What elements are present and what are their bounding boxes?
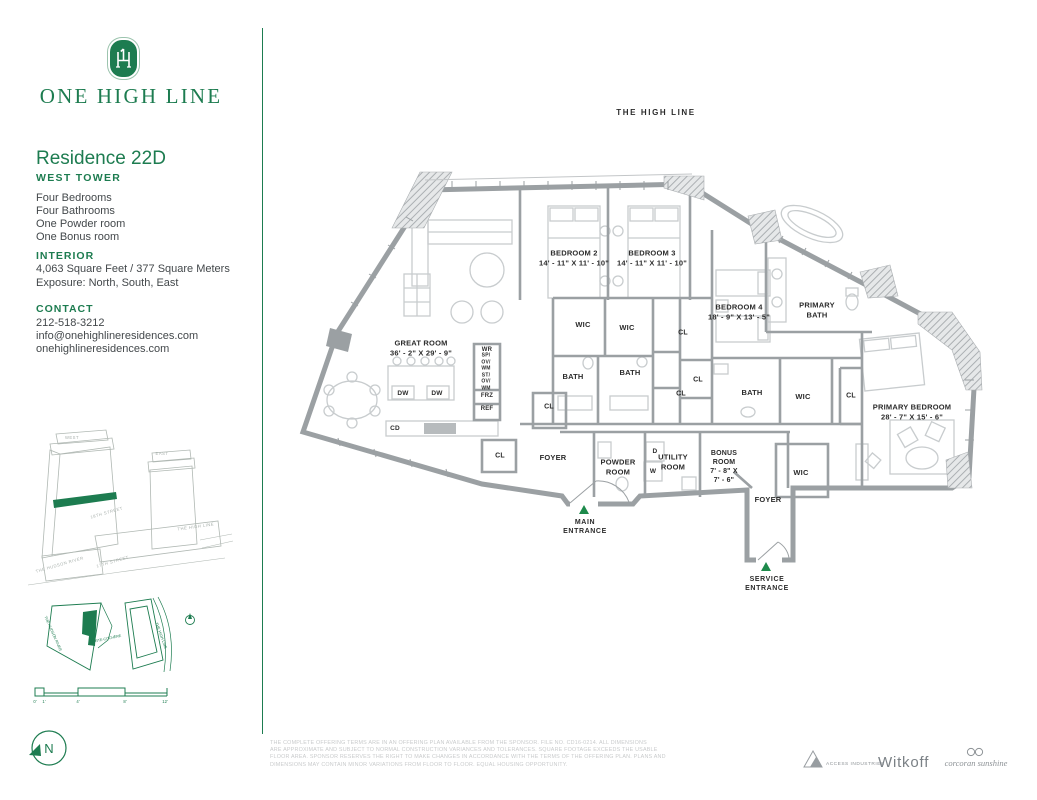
- logo-monogram-icon: [116, 48, 131, 68]
- feature-line: One Powder room: [36, 218, 126, 230]
- scale-tick: 1': [42, 699, 45, 704]
- terrace-hatch: [391, 171, 983, 489]
- unit-location-marker: [82, 610, 97, 646]
- compass-arrow-icon: [29, 744, 41, 756]
- disclaimer-line: ARE APPROXIMATE AND SUBJECT TO NORMAL CO…: [270, 747, 658, 754]
- scale-tick: 4': [76, 699, 79, 704]
- window-ticks: [337, 173, 974, 478]
- scale-tick: 8': [123, 699, 126, 704]
- contact-line: onehighlineresidences.com: [36, 343, 170, 355]
- siteplan-label-porte-cochere: PORTE-COCHÈRE: [90, 633, 122, 645]
- disclaimer-line: FLOOR AREA. SPONSOR RESERVES THE RIGHT T…: [270, 754, 666, 761]
- legal-disclaimer: THE COMPLETE OFFERING TERMS ARE IN AN OF…: [270, 740, 680, 769]
- building-label-west: WEST: [65, 435, 79, 440]
- service-entrance-marker: [761, 562, 771, 571]
- siteplan-label-hudson-river: THE HUDSON RIVER: [43, 616, 62, 652]
- interior-line: Exposure: North, South, East: [36, 276, 179, 289]
- feature-line: Four Bathrooms: [36, 205, 115, 217]
- scale-tick: 0': [33, 699, 36, 704]
- corcoran-circle-icon: [974, 747, 984, 757]
- access-industries-logo: ACCESS INDUSTRIES: [803, 749, 885, 768]
- contact-line: info@onehighlineresidences.com: [36, 330, 199, 342]
- scale-bar: 0' 1' 4' 8' 12': [33, 687, 168, 704]
- disclaimer-line: DIMENSIONS MAY CONTAIN MINOR VARIATIONS …: [270, 761, 568, 768]
- floor-plan: [299, 171, 983, 565]
- doors: [569, 480, 790, 565]
- compass-circle-icon: [31, 730, 67, 766]
- corcoran-sunshine-label: corcoran sunshine: [945, 758, 1008, 768]
- siteplan-label-high-line: THE HIGH LINE: [154, 622, 167, 650]
- witkoff-logo: Witkoff: [878, 754, 929, 771]
- building-label-high-line: THE HIGH LINE: [177, 521, 214, 531]
- residence-title: Residence 22D: [36, 148, 166, 169]
- interior-heading: INTERIOR: [36, 250, 95, 262]
- building-label-east: EAST: [156, 451, 169, 456]
- north-compass: N: [29, 730, 67, 766]
- feature-line: One Bonus room: [36, 231, 120, 243]
- footer-logos: ACCESS INDUSTRIES Witkoff corcoran sunsh…: [803, 747, 1008, 771]
- one-high-line-logo: [110, 40, 137, 77]
- tower-subtitle: WEST TOWER: [36, 172, 122, 184]
- walls-exterior: [299, 181, 979, 563]
- building-diagram: WEST EAST 18TH STREET THE HIGH LINE THE …: [27, 429, 234, 586]
- main-entrance-marker: [579, 505, 589, 514]
- interior-line: 4,063 Square Feet / 377 Square Meters: [36, 263, 230, 275]
- compass-n-label: N: [44, 741, 53, 756]
- contact-line: 212-518-3212: [36, 317, 105, 329]
- walls-interior: [472, 185, 872, 499]
- access-triangle-fill-icon: [810, 757, 822, 767]
- site-plan: THE HUDSON RIVER PORTE-COCHÈRE THE HIGH …: [43, 596, 195, 673]
- sidebar-divider: [262, 28, 263, 734]
- disclaimer-line: THE COMPLETE OFFERING TERMS ARE IN AN OF…: [270, 740, 647, 746]
- feature-line: Four Bedrooms: [36, 192, 112, 204]
- contact-heading: CONTACT: [36, 303, 94, 315]
- furniture: [323, 204, 955, 492]
- wall-pier: [326, 328, 352, 352]
- brand-wordmark: ONE HIGH LINE: [39, 84, 223, 108]
- corcoran-circle-icon: [966, 747, 976, 757]
- residence-floor-band: [53, 492, 117, 508]
- corcoran-sunshine-logo: corcoran sunshine: [945, 747, 1008, 768]
- building-label-18th-street: 18TH STREET: [90, 506, 124, 520]
- access-industries-label: ACCESS INDUSTRIES: [826, 761, 885, 767]
- scale-tick: 12': [162, 699, 168, 704]
